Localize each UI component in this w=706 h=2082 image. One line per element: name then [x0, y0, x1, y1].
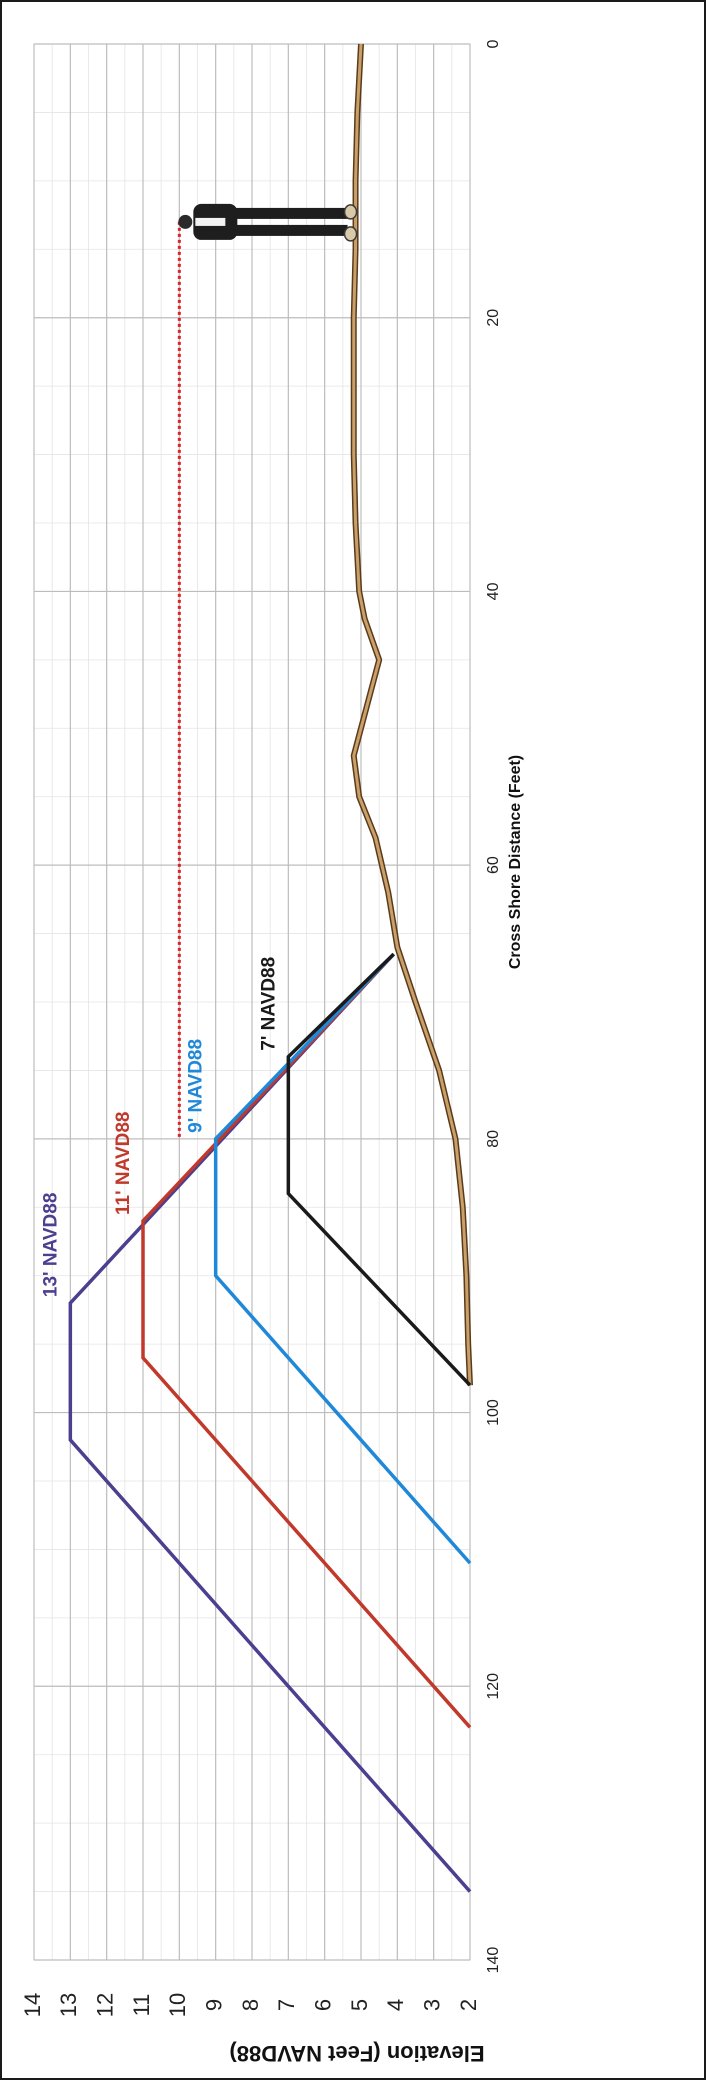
x-tick-label: 140: [485, 1947, 502, 1974]
series-line-1: [141, 952, 472, 1729]
y-tick-label: 5: [347, 1999, 372, 2011]
y-tick-label: 2: [456, 1999, 481, 2011]
y-tick-label: 3: [419, 1999, 444, 2011]
y-axis-title: Elevation (Feet NAVD88): [229, 2041, 484, 2066]
y-tick-label: 8: [238, 1999, 263, 2011]
x-tick-label: 0: [485, 39, 502, 48]
y-tick-label: 9: [201, 1999, 226, 2011]
x-tick-label: 20: [485, 309, 502, 327]
series-label: 11' NAVD88: [113, 1112, 134, 1215]
x-tick-label: 80: [485, 1130, 502, 1148]
series-label: 13' NAVD88: [40, 1193, 61, 1298]
person-figure: [178, 203, 358, 242]
x-axis-title: Cross Shore Distance (Feet): [507, 755, 524, 969]
series-label: 9' NAVD88: [186, 1039, 207, 1133]
y-tick-label: 12: [92, 1993, 117, 2017]
ground-profile: [352, 43, 472, 1386]
y-tick-label: 7: [274, 1999, 299, 2011]
x-tick-label: 120: [485, 1673, 502, 1700]
y-tick-label: 14: [20, 1993, 45, 2017]
series-line-2: [213, 952, 472, 1565]
series-line-3: [286, 952, 472, 1387]
x-tick-label: 40: [485, 582, 502, 600]
y-tick-label: 13: [56, 1993, 81, 2017]
y-tick-label: 10: [165, 1993, 190, 2017]
y-tick-label: 11: [129, 1994, 154, 2017]
y-tick-label: 4: [383, 1999, 408, 2011]
y-tick-label: 6: [310, 1999, 335, 2011]
x-tick-label: 100: [485, 1399, 502, 1426]
series-label: 7' NAVD88: [258, 957, 279, 1051]
x-tick-label: 60: [485, 856, 502, 874]
